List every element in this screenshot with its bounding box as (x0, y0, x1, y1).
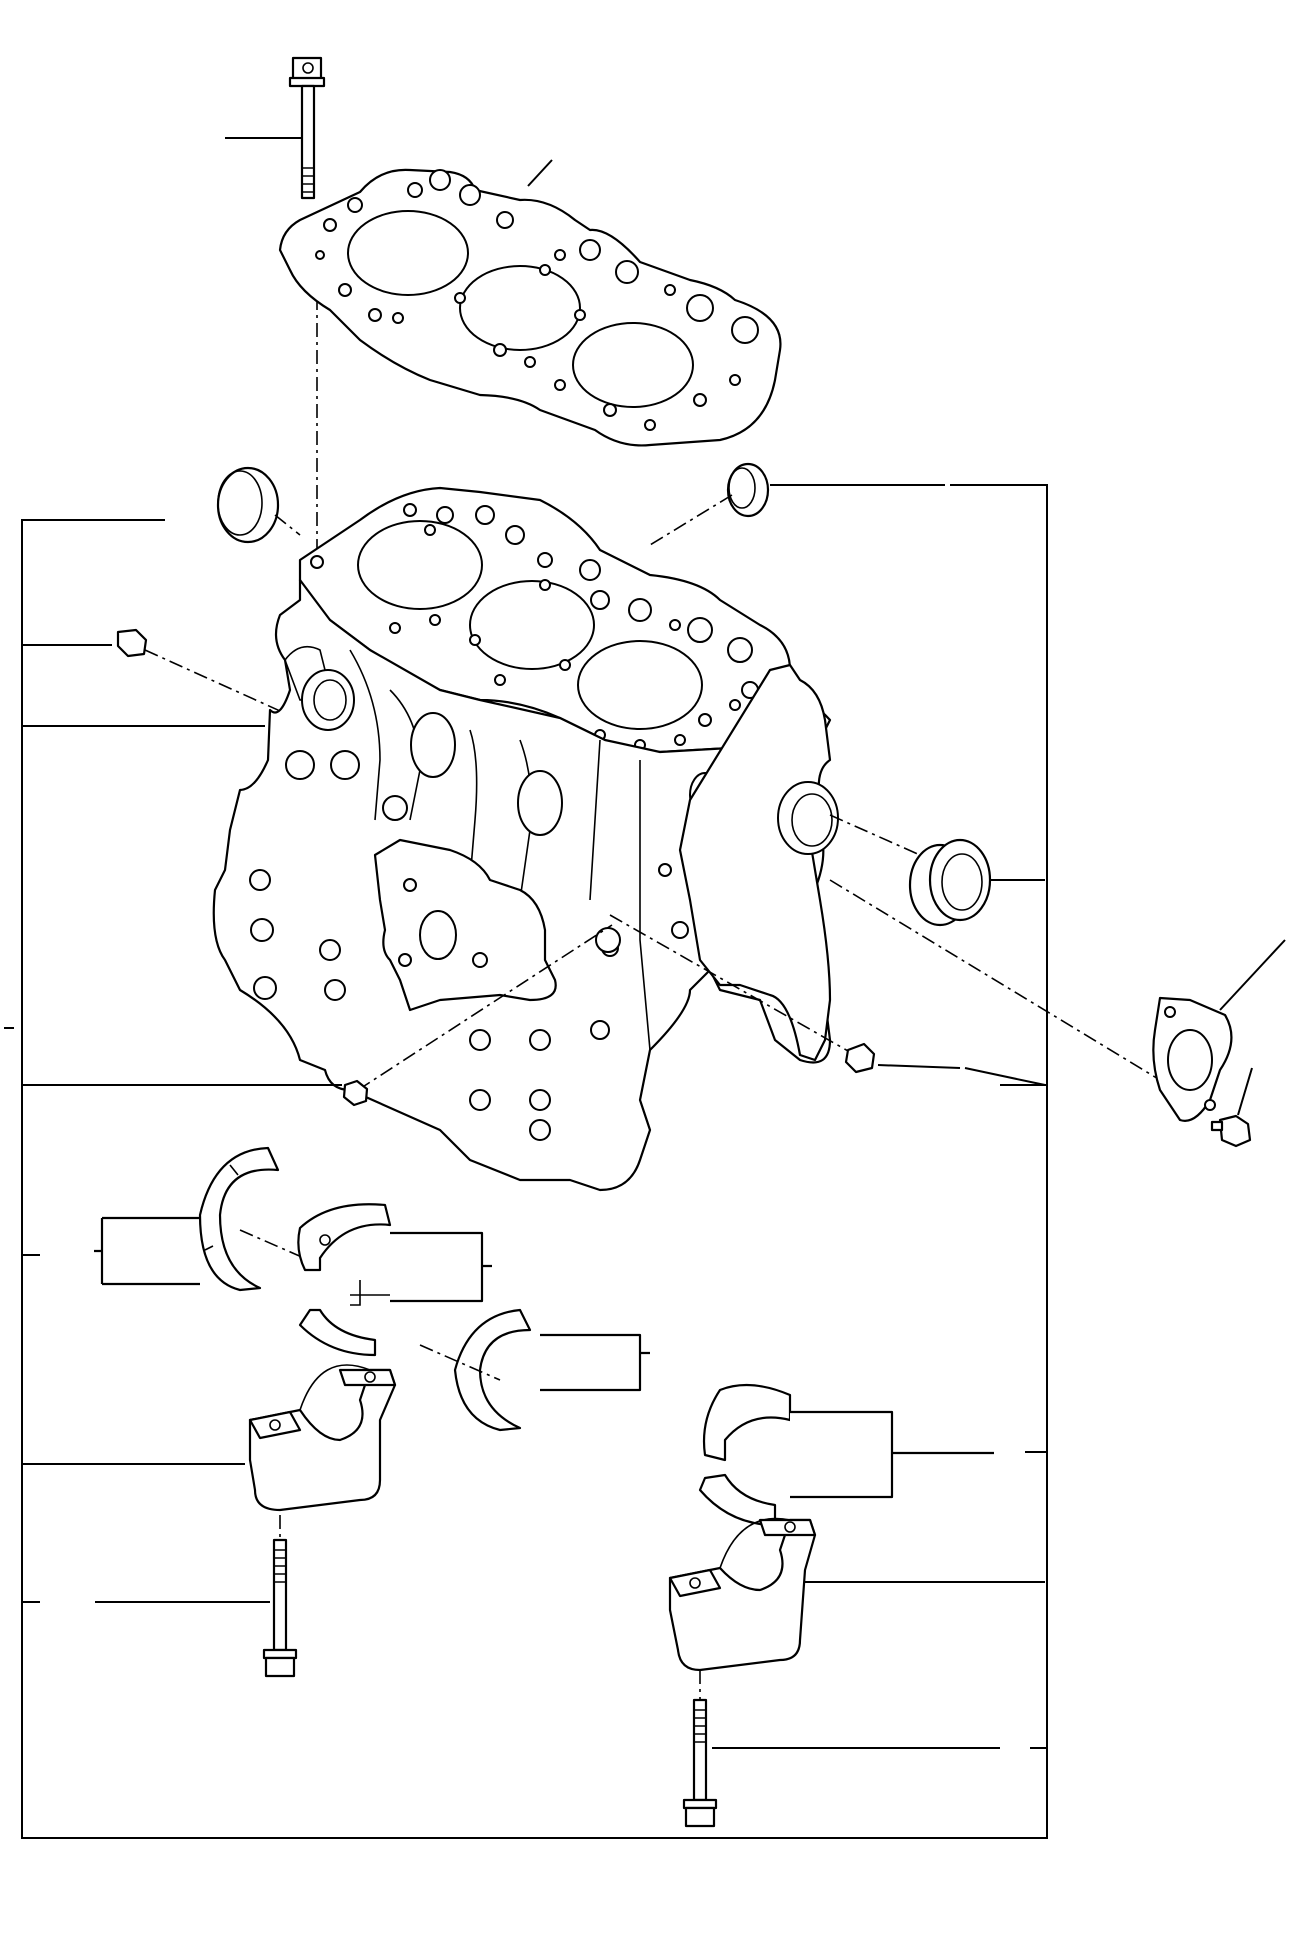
bearing-cap-bolt-left (95, 1515, 298, 1678)
head-gasket (278, 159, 782, 447)
bearing-cap-right (668, 1517, 1045, 1672)
expansion-plug-left (216, 466, 301, 544)
bearing-cap-bolt-right (682, 1670, 1000, 1828)
plug-right (609, 914, 1046, 1086)
cylinder-block (212, 486, 839, 1192)
thrust-washers-left (94, 1146, 321, 1292)
pin-left (80, 628, 301, 721)
bearing-shells-right (698, 1383, 994, 1527)
flange-gasket (829, 879, 1286, 1122)
bearing-cap-left (248, 1364, 397, 1512)
flange-bolt (1210, 1067, 1253, 1148)
plug-lower (80, 924, 613, 1107)
expansion-plug-right (649, 462, 945, 546)
oil-seal (829, 814, 1045, 927)
frame-bracket (4, 484, 1048, 1839)
thrust-washers-center (419, 1308, 650, 1432)
bearing-shells-center (297, 1203, 492, 1357)
